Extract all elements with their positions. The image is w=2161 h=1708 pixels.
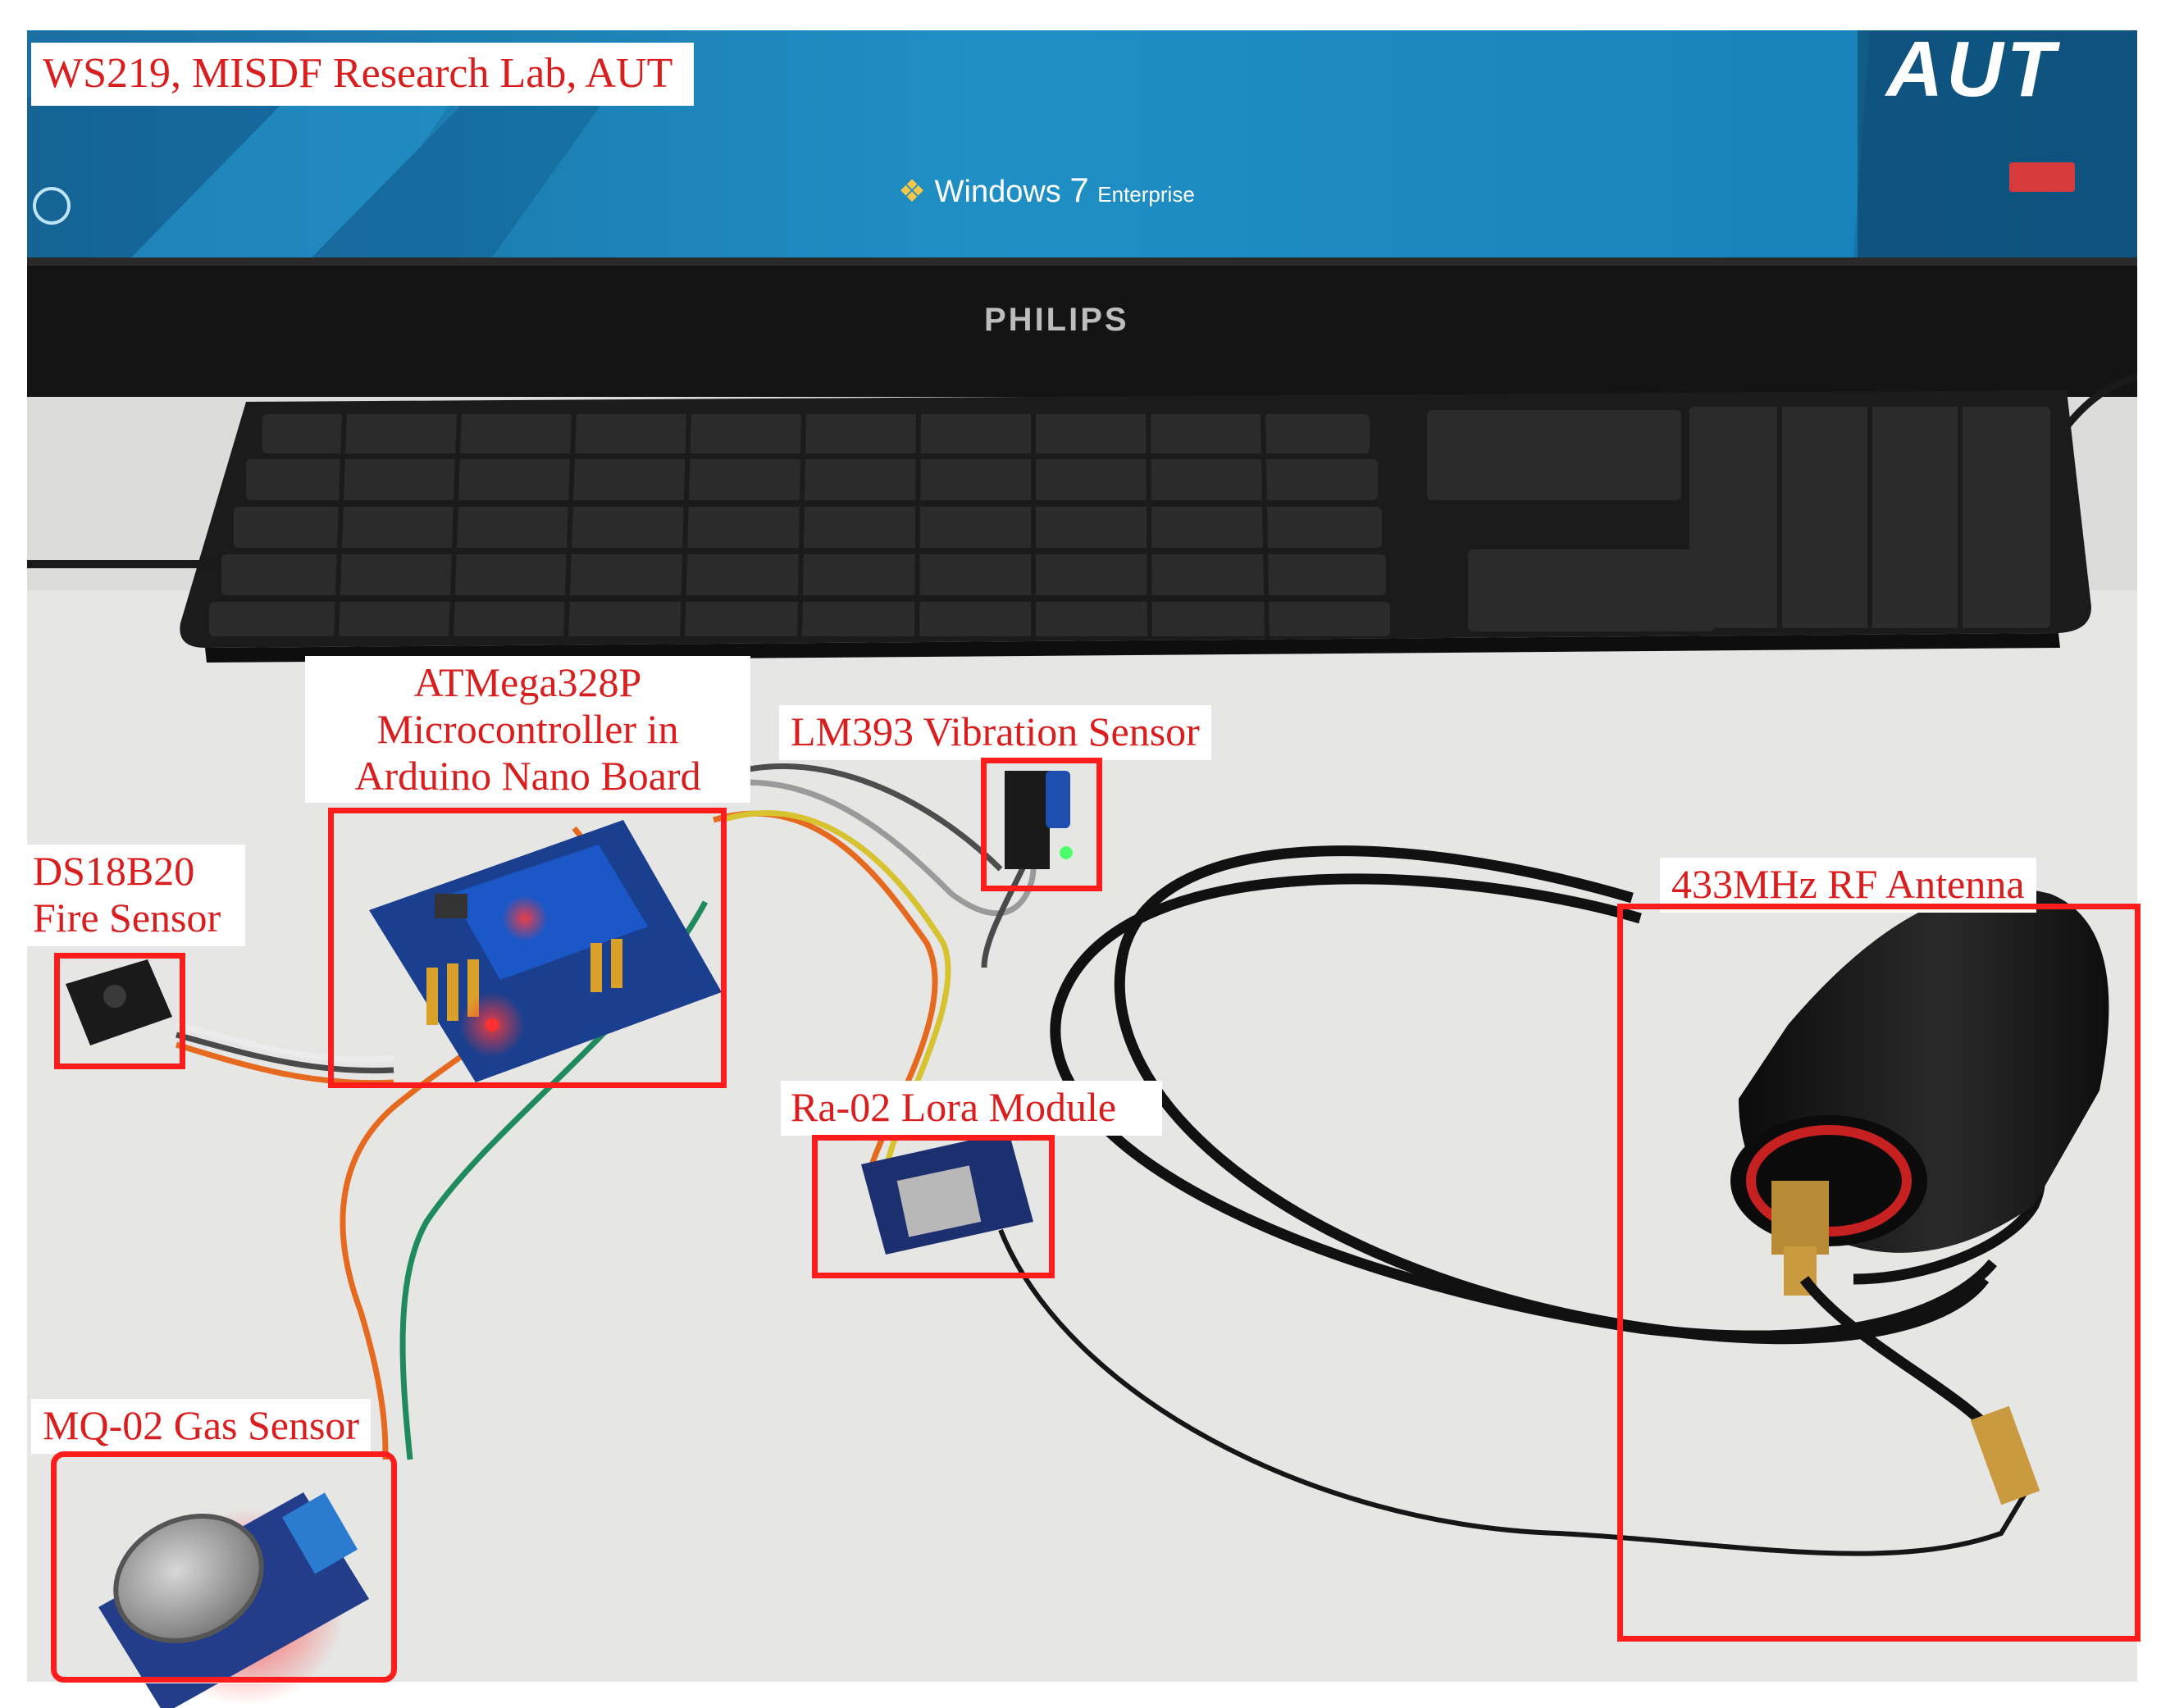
gas-sensor-label: MQ-02 Gas Sensor [31,1399,372,1454]
lora-antenna-wire [998,1228,2028,1556]
os-version: 7 [1069,171,1089,209]
fire-sensor-box [54,953,185,1069]
fire-sensor-label: DS18B20 Fire Sensor [25,845,246,946]
ease-of-access-icon [33,187,71,225]
lora-module [861,1132,1033,1255]
gas-sensor-module [98,1492,369,1708]
lora-module-label: Ra-02 Lora Module [781,1081,1163,1136]
arduino-board [369,820,722,1082]
keyboard [180,390,2091,663]
lab-location-label: WS219, MISDF Research Lab, AUT [31,43,695,107]
rf-antenna-label: 433MHz RF Antenna [1660,858,2036,913]
monitor-bezel [26,257,2138,397]
power-button-icon [2009,162,2075,192]
microcontroller-label: ATMega328P Microcontroller in Arduino Na… [305,656,750,803]
monitor-brand: PHILIPS [984,302,1129,338]
keyboard-keys [209,407,2050,636]
os-name: Windows [934,175,1061,209]
fire-sensor-module [66,959,172,1045]
gas-sensor-box [51,1451,397,1683]
microcontroller-box [328,808,727,1088]
aut-logo: AUT [1886,25,2058,113]
vibration-sensor-box [981,758,1102,891]
vibration-sensor-module [1005,771,1073,869]
monitor-logo-panel [1858,30,2138,257]
os-edition: Enterprise [1097,182,1195,207]
vibration-sensor-label: LM393 Vibration Sensor [779,705,1211,760]
windows-logo-text: ❖ Windows 7 Enterprise [898,171,1195,210]
windows-flag-icon: ❖ [898,175,927,209]
rf-antenna-box [1617,904,2140,1642]
monitor-bezel-edge [26,257,2138,266]
lora-module-box [812,1135,1055,1278]
rf-antenna [1730,888,2109,1505]
